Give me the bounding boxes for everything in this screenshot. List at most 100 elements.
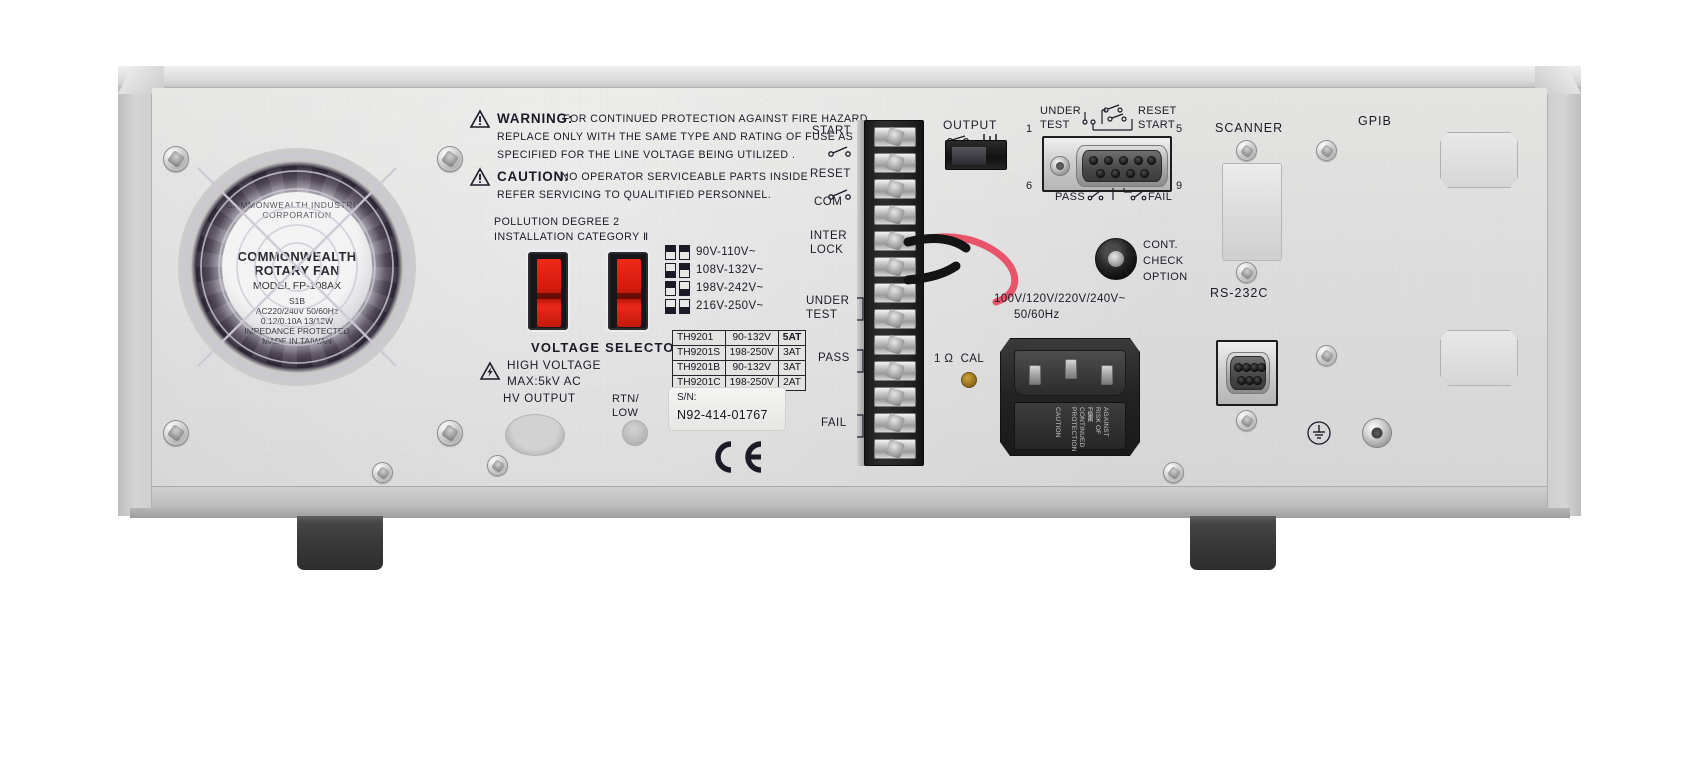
fail-bracket-icon (857, 414, 864, 438)
serial-number-value: N92-414-01767 (677, 408, 768, 422)
panel-screw-lower-right (1163, 462, 1184, 483)
output-label: OUTPUT (943, 118, 998, 132)
output-fuse-holder[interactable] (945, 140, 1007, 170)
voltage-selector-switch-1-actuator[interactable] (537, 259, 561, 327)
fuse-row-1-model: TH9201S (672, 345, 726, 361)
terminal-screw-2[interactable] (874, 153, 916, 173)
hv-output-connector[interactable] (505, 414, 565, 456)
iec-inlet-socket[interactable] (1014, 350, 1126, 396)
terminal-screw-8[interactable] (874, 309, 916, 329)
db9-pin (1250, 363, 1259, 372)
terminal-block[interactable] (864, 120, 924, 466)
terminal-label-fail: FAIL (821, 417, 847, 429)
fuse-row-1-fuse: 3AT (777, 345, 807, 361)
start-contact-symbol-icon (828, 146, 851, 157)
fan-model: MODEL FP-108AX (252, 280, 342, 292)
voltage-range-2-switch-right-icon (679, 281, 690, 296)
terminal-screw-12[interactable] (874, 413, 916, 433)
iec-fuse-drawer[interactable]: CAUTION FOR CONTINUED PROTECTION AGAINST… (1014, 402, 1126, 452)
panel-screw-gpib-top (1316, 140, 1337, 161)
caution-triangle-icon (469, 167, 491, 186)
cont-check-label-line1: CONT. (1143, 239, 1178, 251)
serial-number-key: S/N: (677, 392, 697, 403)
terminal-screw-10[interactable] (874, 361, 916, 381)
table-row: TH9201S 198-250V 3AT (672, 345, 807, 361)
fan-footer2: MADE IN TAIWAN (262, 336, 332, 346)
reset-contact-symbol-icon (828, 189, 851, 200)
cont-check-label-line3: OPTION (1143, 271, 1188, 283)
remote-pin-9-number: 9 (1176, 180, 1183, 192)
db9-pin (1147, 156, 1156, 165)
rs232c-db9-connector[interactable] (1230, 356, 1266, 390)
table-row: TH9201 90-132V 5AT (672, 330, 807, 346)
fuse-row-0-model: TH9201 (672, 330, 726, 346)
fail-contact-symbol-icon (1130, 190, 1147, 201)
rtn-low-label-line2: LOW (612, 407, 639, 419)
remote-db9-jackscrew-left[interactable] (1050, 156, 1070, 176)
scanner-label: SCANNER (1215, 121, 1284, 135)
panel-screw-rs232-bottom (1236, 410, 1257, 431)
cal-trimmer-pot[interactable] (961, 372, 977, 388)
terminal-screw-1[interactable] (874, 127, 916, 147)
high-voltage-line-1: HIGH VOLTAGE (507, 358, 601, 372)
chassis-left-side (118, 80, 152, 516)
rtn-low-label-line1: RTN/ (612, 393, 640, 405)
passfail-divider-icon (1112, 188, 1132, 200)
pollution-degree-text: POLLUTION DEGREE 2 (494, 216, 620, 228)
warning-line-1: FOR CONTINUED PROTECTION AGAINST FIRE HA… (563, 113, 872, 125)
pass-bracket-icon (857, 349, 864, 373)
serial-number-label: S/N: N92-414-01767 (668, 387, 786, 431)
terminal-screw-4[interactable] (874, 205, 916, 225)
iec-fuse-caution-text: CAUTION (1054, 407, 1061, 438)
fuse-row-0-fuse: 5AT (777, 330, 807, 346)
db9-pin (1126, 169, 1135, 178)
gpib-connector-plate[interactable] (1440, 132, 1518, 188)
iec-pin-earth (1065, 359, 1077, 379)
voltage-selector-switch-2-actuator[interactable] (617, 259, 641, 327)
scanner-blank-plate[interactable] (1222, 163, 1282, 261)
chassis-ground-stud[interactable] (1362, 418, 1392, 448)
iec-pin-live (1029, 365, 1041, 385)
terminal-screw-5[interactable] (874, 231, 916, 251)
voltage-selector-switch-1[interactable] (528, 252, 568, 330)
db9-pin (1111, 169, 1120, 178)
terminal-screw-9[interactable] (874, 335, 916, 355)
chassis-bottom-shadow (130, 508, 1570, 518)
gpib-connector-plate-lower[interactable] (1440, 330, 1518, 386)
rtn-low-connector[interactable] (622, 420, 648, 446)
under-test-label-line1: UNDER (1040, 105, 1082, 117)
terminal-screw-11[interactable] (874, 387, 916, 407)
ce-mark-icon (715, 441, 762, 473)
cont-check-option-jack[interactable] (1095, 238, 1137, 280)
remote-pin-5-number: 5 (1176, 123, 1183, 135)
chassis-top-bevel (118, 66, 1581, 88)
voltage-range-3-switch-left-icon (665, 299, 676, 314)
db9-pin (1253, 376, 1262, 385)
caution-heading: CAUTION: (497, 169, 570, 184)
remote-db9-plate (1042, 136, 1172, 192)
caution-line-1: NO OPERATOR SERVICEABLE PARTS INSIDE (561, 171, 809, 183)
fuse-row-2-range: 90-132V (724, 360, 779, 376)
db9-pin (1089, 156, 1098, 165)
remote-pin-6-number: 6 (1026, 180, 1033, 192)
reset-start-label-line2: START (1138, 119, 1176, 131)
remote-db9-connector[interactable] (1082, 150, 1162, 182)
terminal-screw-6[interactable] (874, 257, 916, 277)
terminal-screw-3[interactable] (874, 179, 916, 199)
terminal-screw-7[interactable] (874, 283, 916, 303)
terminal-screw-13[interactable] (874, 439, 916, 459)
voltage-selector-switch-2[interactable] (608, 252, 648, 330)
fuse-row-1-range: 198-250V (724, 345, 779, 361)
fan-spec-line1: S1B (288, 296, 306, 306)
panel-screw-bottom-left (163, 420, 189, 446)
panel-screw-gpib-bottom (1316, 345, 1337, 366)
db9-pin (1242, 363, 1251, 372)
db9-pin (1234, 363, 1243, 372)
warning-triangle-icon (469, 109, 491, 128)
warning-line-2: REPLACE ONLY WITH THE SAME TYPE AND RATI… (497, 131, 854, 143)
terminal-label-interlock-line1: INTER (810, 230, 847, 242)
terminal-label-pass: PASS (818, 352, 850, 364)
pass-contact-symbol-icon (1087, 190, 1104, 201)
fuse-row-0-range: 90-132V (724, 330, 779, 346)
cooling-fan: COMMONWEALTH INDUSTRIAL CORPORATION COMM… (178, 148, 416, 386)
